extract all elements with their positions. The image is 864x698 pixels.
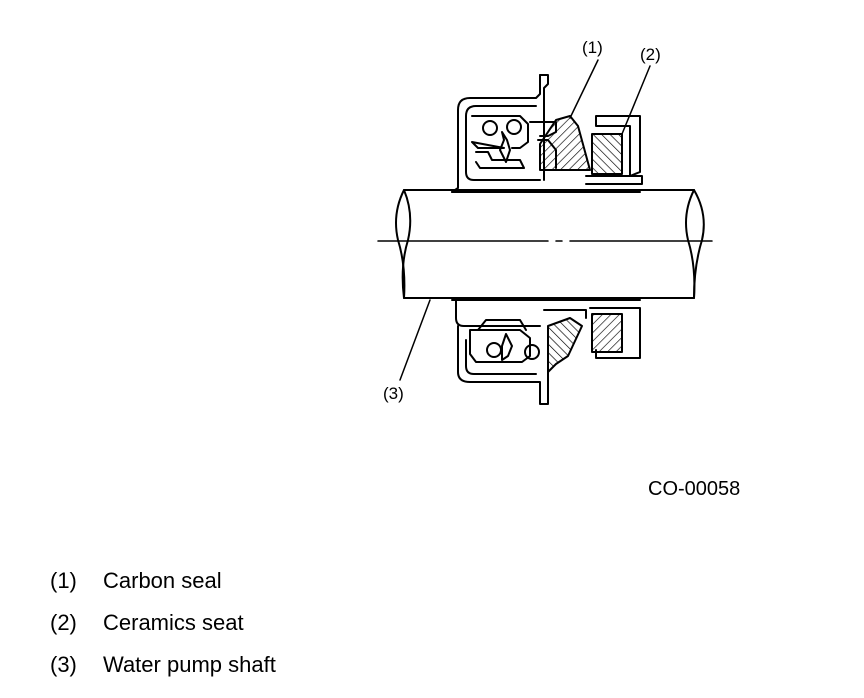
lower-seal-assembly	[451, 299, 641, 405]
legend-label: Carbon seal	[103, 568, 222, 593]
callout-3: (3)	[383, 384, 404, 403]
legend-number: (2)	[50, 610, 77, 635]
water-pump-seal-diagram	[377, 59, 713, 405]
leader-line-3	[399, 299, 431, 381]
legend: (1) Carbon seal (2) Ceramics seat (3) Wa…	[50, 567, 276, 693]
figure-code: CO-00058	[648, 478, 741, 500]
legend-item: (3) Water pump shaft	[50, 651, 276, 693]
upper-seal-assembly	[451, 74, 643, 193]
leader-line-1	[569, 59, 599, 119]
leader-line-2	[621, 65, 651, 135]
water-pump-shaft	[377, 189, 713, 299]
callout-1: (1)	[582, 38, 603, 57]
legend-item: (1) Carbon seal	[50, 567, 276, 609]
callout-2: (2)	[640, 45, 661, 64]
legend-number: (3)	[50, 652, 77, 677]
legend-label: Water pump shaft	[103, 652, 276, 677]
legend-number: (1)	[50, 568, 77, 593]
legend-label: Ceramics seat	[103, 610, 244, 635]
legend-item: (2) Ceramics seat	[50, 609, 276, 651]
